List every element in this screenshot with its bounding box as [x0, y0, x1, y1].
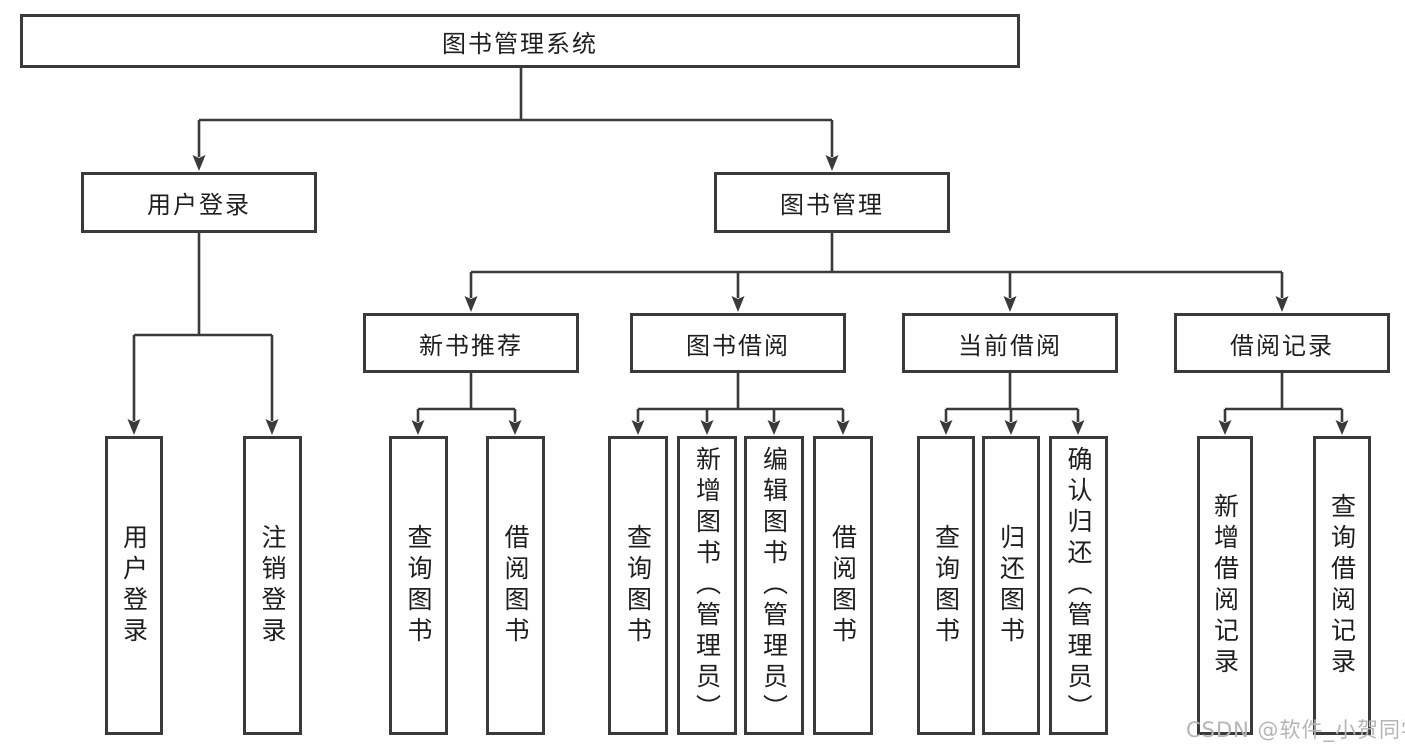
- node-label: 编辑图书（管理员）: [759, 446, 789, 725]
- node-label: 用户登录: [119, 523, 149, 648]
- leaf-borrow-books-2: 借阅图书: [813, 436, 873, 735]
- leaf-confirm-return-admin: 确认归还（管理员）: [1049, 436, 1108, 735]
- leaf-query-borrow-record: 查询借阅记录: [1313, 436, 1371, 735]
- node-label: 新增借阅记录: [1210, 492, 1240, 679]
- leaf-add-borrow-record: 新增借阅记录: [1197, 436, 1253, 735]
- node-label: 借阅图书: [828, 523, 858, 648]
- node-label: 确认归还（管理员）: [1064, 446, 1093, 725]
- node-book-management-branch: 图书管理: [714, 172, 950, 233]
- node-label: 归还图书: [996, 523, 1026, 648]
- leaf-logout: 注销登录: [243, 436, 302, 735]
- node-current-borrowing: 当前借阅: [902, 313, 1118, 373]
- node-new-book-recommend: 新书推荐: [363, 313, 579, 373]
- node-label: 当前借阅: [958, 331, 1062, 360]
- node-label: 图书管理: [780, 191, 884, 219]
- node-label: 查询借阅记录: [1327, 492, 1357, 679]
- leaf-query-books-1: 查询图书: [389, 436, 448, 735]
- leaf-query-books-3: 查询图书: [917, 436, 975, 735]
- node-root-system: 图书管理系统: [20, 14, 1020, 68]
- node-book-borrowing: 图书借阅: [630, 313, 846, 373]
- leaf-edit-books-admin: 编辑图书（管理员）: [744, 436, 804, 735]
- node-label: 新增图书（管理员）: [692, 446, 722, 725]
- leaf-return-books: 归还图书: [982, 436, 1040, 735]
- node-label: 图书管理系统: [442, 29, 598, 58]
- arrowhead-icons: [127, 155, 1349, 435]
- node-label: 用户登录: [147, 191, 251, 219]
- node-label: 注销登录: [258, 523, 287, 648]
- leaf-user-login: 用户登录: [105, 436, 163, 735]
- csdn-watermark: CSDN @软件_小贺同学: [1186, 718, 1405, 742]
- node-label: 新书推荐: [419, 331, 523, 360]
- leaf-borrow-books-1: 借阅图书: [486, 436, 545, 735]
- node-label: 图书借阅: [686, 331, 790, 360]
- node-borrowing-records: 借阅记录: [1174, 313, 1390, 373]
- node-user-login-branch: 用户登录: [81, 172, 317, 233]
- node-label: 查询图书: [623, 523, 653, 648]
- node-label: 借阅图书: [501, 523, 530, 648]
- leaf-add-books-admin: 新增图书（管理员）: [677, 436, 737, 735]
- node-label: 查询图书: [931, 523, 961, 648]
- node-label: 借阅记录: [1230, 331, 1334, 360]
- leaf-query-books-2: 查询图书: [608, 436, 668, 735]
- node-label: 查询图书: [404, 523, 433, 648]
